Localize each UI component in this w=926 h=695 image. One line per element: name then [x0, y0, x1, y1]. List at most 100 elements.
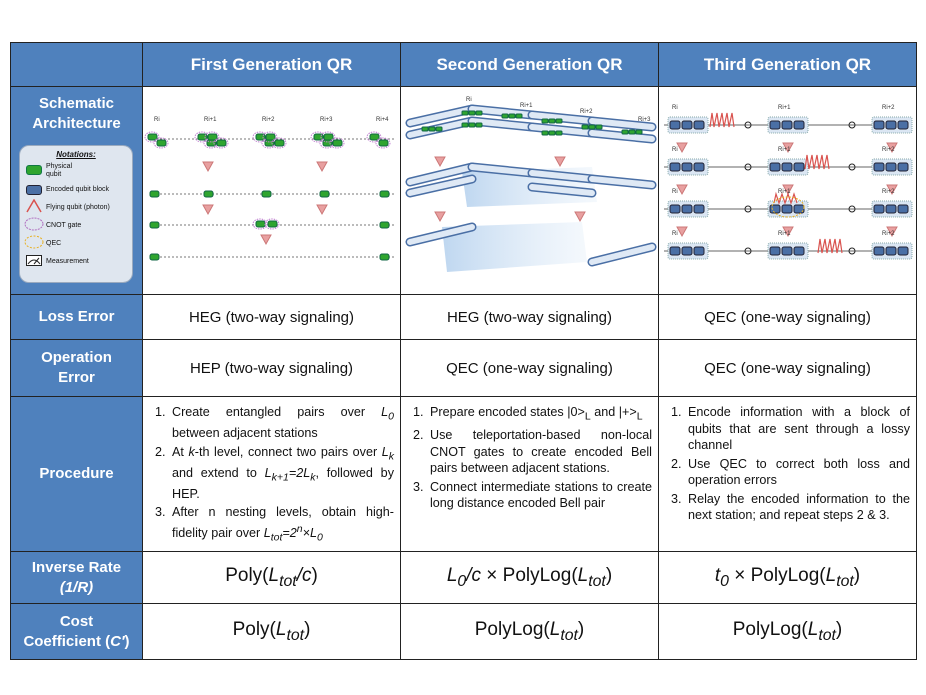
procedure-gen1-step-3: After n nesting levels, obtain high-fide… [169, 504, 394, 546]
physical-qubit-icon [274, 139, 284, 147]
gen1-label-1: Ri+1 [204, 117, 217, 123]
physical-qubit-icon [313, 133, 323, 141]
physical-qubit-icon [323, 133, 333, 141]
flying-qubit-icon [816, 238, 843, 254]
gen3-label-0b: Ri [672, 147, 678, 153]
encoded-block-icon [885, 162, 896, 172]
col-header-first-gen: First Generation QR [142, 42, 401, 87]
operation-error-gen3: QEC (one-way signaling) [658, 339, 917, 397]
procedure-gen3-step-2: Use QEC to correct both loss and operati… [685, 456, 910, 489]
encoded-block-icon [26, 185, 42, 195]
encoded-block-icon [669, 246, 680, 256]
notation-legend: Notations: Physical qubit Encoded qubit … [19, 145, 133, 283]
physical-qubit-icon [541, 118, 548, 124]
encoded-block-icon [873, 120, 884, 130]
physical-qubit-icon [203, 190, 213, 198]
row-header-schematic: Schematic Architecture Notations: Physic… [10, 86, 143, 295]
physical-qubit-icon [379, 253, 389, 261]
physical-qubit-icon [461, 110, 468, 116]
physical-qubit-icon [378, 139, 388, 147]
first-gen-qubits [144, 131, 394, 261]
gen3-label-2b: Ri+2 [882, 147, 895, 153]
gen3-label-1d: Ri+1 [778, 231, 791, 237]
down-arrow-icon [781, 184, 794, 196]
encoded-tube-inner [528, 112, 595, 124]
inverse-rate-label-line1: Inverse Rate [31, 558, 122, 576]
loss-error-gen2: HEG (two-way signaling) [400, 294, 659, 340]
physical-qubit-icon [501, 113, 508, 119]
encoded-block-icon [681, 120, 692, 130]
loss-error-gen3: QEC (one-way signaling) [658, 294, 917, 340]
physical-qubit-icon [149, 221, 159, 229]
legend-qec: QEC [46, 240, 62, 247]
encoded-block-icon [897, 246, 908, 256]
encoded-block-icon [693, 120, 704, 130]
encoded-block-icon [793, 204, 804, 214]
down-arrow-icon [675, 226, 688, 238]
physical-qubit-icon [255, 220, 265, 228]
encoded-block-icon [769, 204, 780, 214]
encoded-tube-inner [528, 184, 595, 196]
legend-title: Notations: [56, 150, 96, 159]
gen3-label-2: Ri+2 [882, 105, 895, 111]
down-arrow-icon [433, 211, 446, 223]
third-gen-diagram: Ri Ri+1 Ri+2 Ri Ri+1 Ri+2 Ri Ri+1 Ri+2 R… [663, 105, 912, 260]
physical-qubit-icon [255, 133, 265, 141]
down-arrow-icon [885, 226, 898, 238]
procedure-gen1-step-1: Create entangled pairs over L0 between a… [169, 404, 394, 442]
encoded-block-icon [897, 162, 908, 172]
gen2-label-1: Ri+1 [520, 103, 533, 109]
physical-qubit-icon [216, 139, 226, 147]
coupler-icon [744, 121, 751, 129]
procedure-gen1: Create entangled pairs over L0 between a… [142, 396, 401, 552]
procedure-row: Procedure Create entangled pairs over L0… [10, 396, 917, 552]
physical-qubit-icon [508, 113, 515, 119]
cnot-gate-icon [153, 137, 168, 149]
physical-qubit-icon [555, 130, 562, 136]
down-arrow-icon [433, 156, 446, 168]
measurement-icon [26, 255, 42, 266]
legend-cnot-gate: CNOT gate [46, 222, 82, 229]
physical-qubit-icon [197, 133, 207, 141]
cnot-gate-icon [375, 137, 390, 149]
physical-qubit-icon [319, 190, 329, 198]
physical-qubit-icon [515, 113, 522, 119]
gen2-label-0: Ri [466, 97, 472, 103]
cost-gen3: PolyLog(Ltot) [658, 603, 917, 660]
encoded-block-icon [781, 246, 792, 256]
header-row: First Generation QR Second Generation QR… [10, 42, 917, 87]
encoded-block-icon [873, 204, 884, 214]
gen3-label-1b: Ri+1 [778, 147, 791, 153]
flying-qubit-icon [803, 154, 830, 170]
cost-label-line1: Cost [59, 612, 94, 630]
procedure-gen3-step-3: Relay the encoded information to the nex… [685, 491, 910, 524]
physical-qubit-icon [468, 110, 475, 116]
inverse-rate-gen1: Poly(Ltot/c) [142, 551, 401, 604]
encoded-block-icon [885, 120, 896, 130]
cnot-gate-icon [264, 218, 279, 230]
second-gen-blocks [405, 104, 656, 267]
inverse-rate-gen3: t0 × PolyLog(Ltot) [658, 551, 917, 604]
qec-icon [771, 196, 804, 218]
third-gen-stations [663, 112, 912, 260]
legend-flying-qubit: Flying qubit (photon) [46, 204, 110, 211]
qec-icon [24, 235, 44, 249]
row-header-operation-error: Operation Error [10, 339, 143, 397]
down-arrow-icon [781, 142, 794, 154]
encoded-block-icon [885, 204, 896, 214]
physical-qubit-icon [541, 130, 548, 136]
physical-qubit-icon [428, 126, 435, 132]
gen1-label-2: Ri+2 [262, 117, 275, 123]
row-header-inverse-rate: Inverse Rate (1/R) [10, 551, 143, 604]
encoded-block-icon [793, 120, 804, 130]
procedure-gen3: Encode information with a block of qubit… [658, 396, 917, 552]
encoded-block-icon [793, 246, 804, 256]
physical-qubit-icon [261, 190, 271, 198]
procedure-gen2: Prepare encoded states |0>L and |+>L Use… [400, 396, 659, 552]
col-header-second-gen: Second Generation QR [400, 42, 659, 87]
physical-qubit-icon [156, 139, 166, 147]
schematic-row: Schematic Architecture Notations: Physic… [10, 86, 917, 295]
cnot-gate-icon [320, 131, 335, 143]
down-arrow-icon [201, 204, 214, 216]
cnot-gate-icon [24, 217, 44, 231]
